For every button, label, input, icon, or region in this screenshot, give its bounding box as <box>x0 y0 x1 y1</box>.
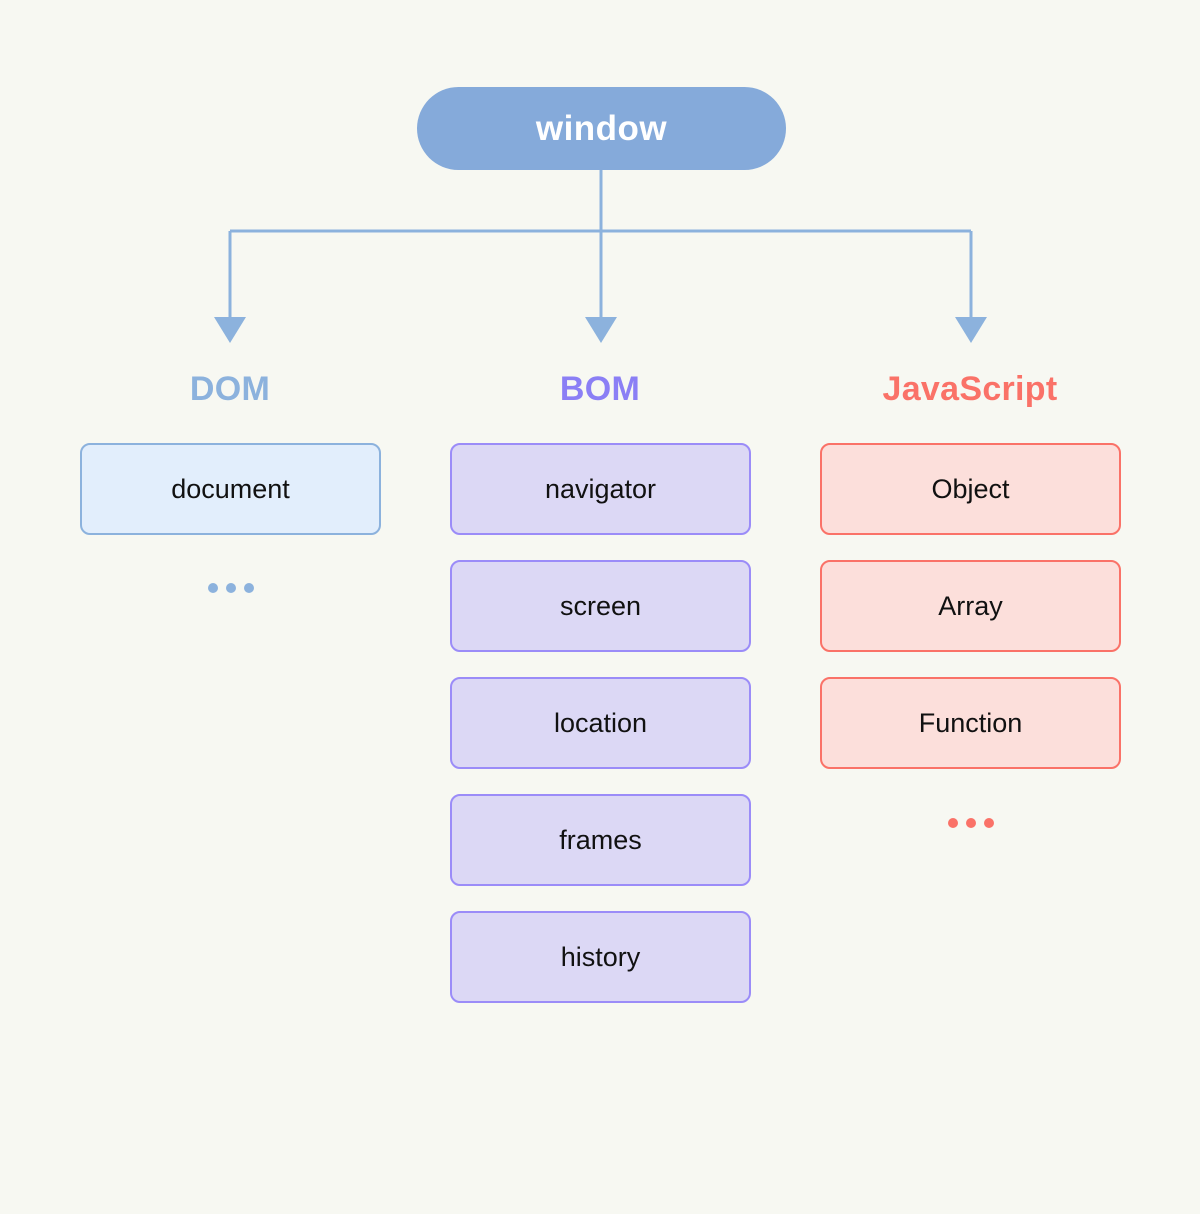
arrowhead-dom <box>214 317 246 343</box>
arrowhead-bom <box>585 317 617 343</box>
ellipsis-dot <box>965 818 976 828</box>
node-navigator-label: navigator <box>544 473 657 504</box>
node-frames-label: frames <box>559 824 642 855</box>
node-history-label: history <box>560 941 641 972</box>
column-heading-dom: DOM <box>189 370 271 408</box>
node-function-label: Function <box>918 707 1023 738</box>
node-array[interactable]: Array <box>820 560 1121 652</box>
ellipsis-dot <box>225 583 236 593</box>
node-object-label: Object <box>931 473 1010 504</box>
node-history[interactable]: history <box>450 911 751 1003</box>
node-location-label: location <box>553 707 648 738</box>
node-document-label: document <box>171 473 290 504</box>
node-window[interactable]: window <box>417 87 786 170</box>
node-location[interactable]: location <box>450 677 751 769</box>
ellipsis-javascript <box>820 818 1121 828</box>
node-window-label: window <box>535 108 668 148</box>
node-frames[interactable]: frames <box>450 794 751 886</box>
node-document[interactable]: document <box>80 443 381 535</box>
node-function[interactable]: Function <box>820 677 1121 769</box>
arrowhead-js <box>955 317 987 343</box>
column-heading-bom: BOM <box>559 370 641 408</box>
node-screen[interactable]: screen <box>450 560 751 652</box>
node-array-label: Array <box>938 590 1003 621</box>
node-screen-label: screen <box>559 590 642 621</box>
ellipsis-dot <box>207 583 218 593</box>
ellipsis-dot <box>947 818 958 828</box>
node-navigator[interactable]: navigator <box>450 443 751 535</box>
ellipsis-dot <box>243 583 254 593</box>
column-heading-javascript: JavaScript <box>882 370 1058 408</box>
ellipsis-dot <box>983 818 994 828</box>
node-object[interactable]: Object <box>820 443 1121 535</box>
ellipsis-dom <box>80 583 381 593</box>
